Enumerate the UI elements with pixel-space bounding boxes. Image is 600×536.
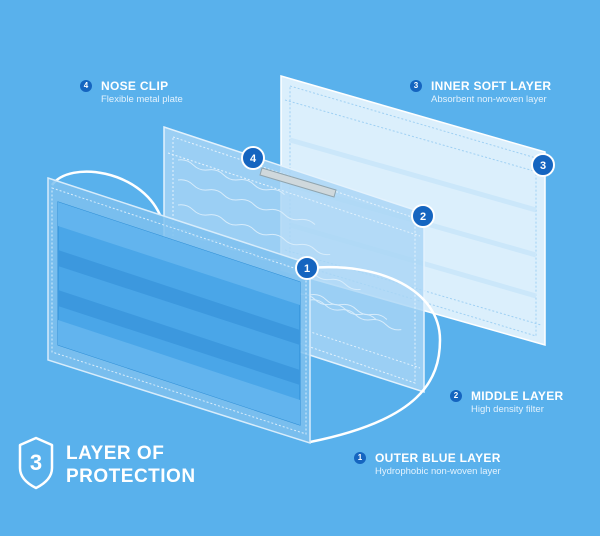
callout-nose-clip-badge: 4 — [80, 80, 92, 92]
marker-4: 4 — [241, 146, 265, 170]
marker-3-label: 3 — [540, 160, 546, 172]
outer-blue-layer — [47, 176, 311, 445]
title-line-1: LAYER OF — [66, 443, 165, 464]
ear-loops — [50, 170, 442, 444]
shield-icon — [18, 436, 54, 490]
shield-number: 3 — [29, 450, 43, 475]
nose-clip-plate — [259, 167, 337, 198]
callout-middle-layer-badge: 2 — [450, 390, 462, 402]
callout-inner-layer-badge: 3 — [410, 80, 422, 92]
callout-nose-clip-title: NOSE CLIP — [101, 79, 169, 93]
layer-of-protection-title: 3 LAYER OF PROTECTION — [18, 437, 218, 497]
callout-middle-layer-sub: High density filter — [471, 404, 544, 415]
marker-1-label: 1 — [304, 263, 310, 275]
marker-2: 2 — [411, 204, 435, 228]
marker-2-label: 2 — [420, 211, 426, 223]
callout-outer-layer-badge: 1 — [354, 452, 366, 464]
marker-3: 3 — [531, 153, 555, 177]
title-line-2: PROTECTION — [66, 466, 196, 487]
callout-inner-layer-title: INNER SOFT LAYER — [431, 79, 552, 93]
marker-4-label: 4 — [250, 153, 257, 165]
callout-nose-clip-sub: Flexible metal plate — [101, 94, 183, 105]
callout-outer-layer-title: OUTER BLUE LAYER — [375, 451, 501, 465]
callout-outer-layer-sub: Hydrophobic non-woven layer — [375, 466, 501, 477]
marker-1: 1 — [295, 256, 319, 280]
callout-middle-layer-title: MIDDLE LAYER — [471, 389, 564, 403]
callout-inner-layer-sub: Absorbent non-woven layer — [431, 94, 547, 105]
